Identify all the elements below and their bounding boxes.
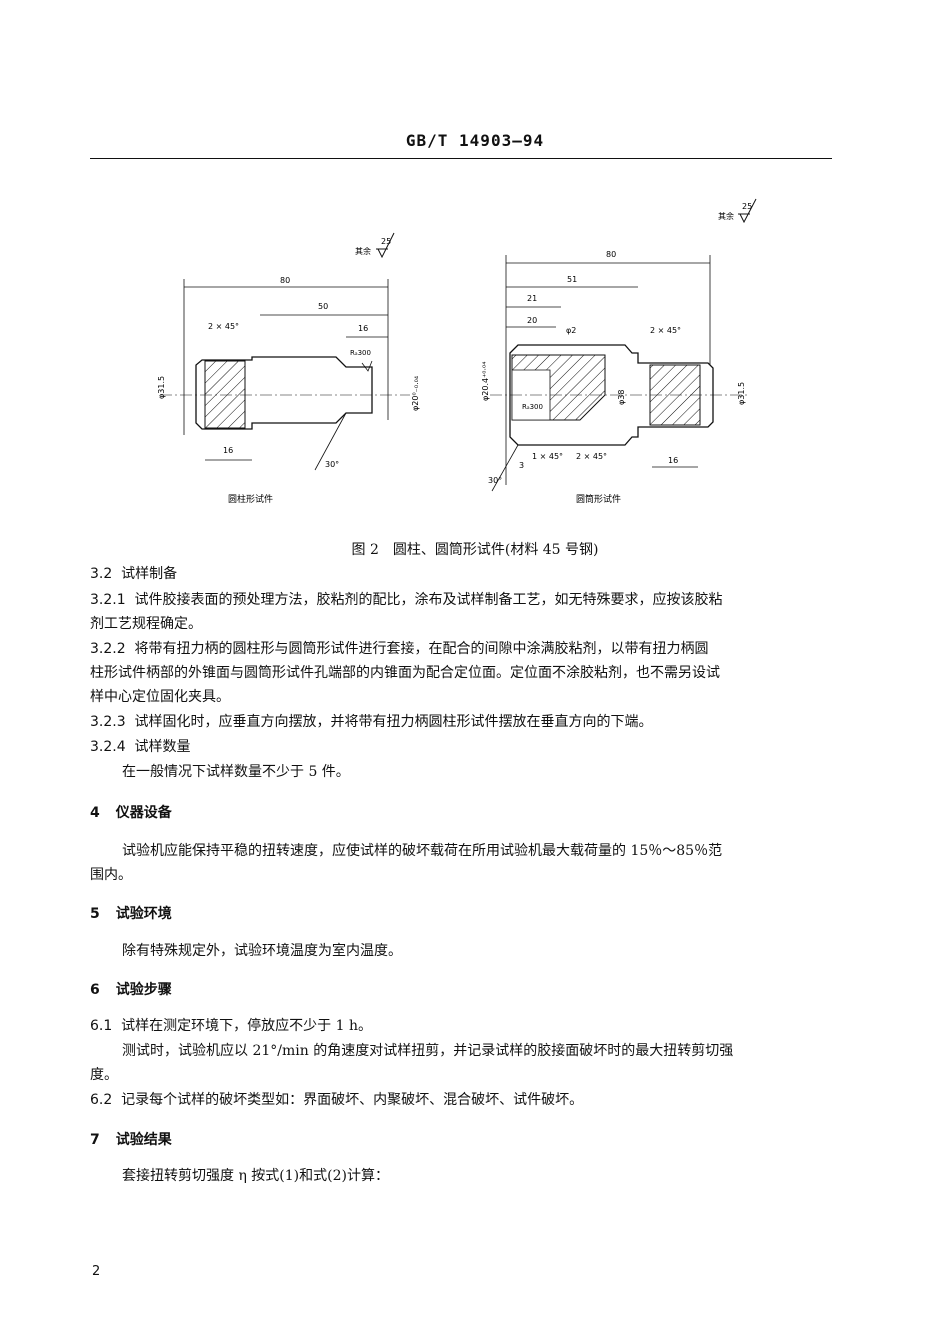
dim-21: 21	[527, 294, 537, 303]
cone-roughness-right: Rₐ300	[522, 403, 543, 411]
section-title: 试验结果	[115, 1132, 172, 1148]
para-number: 3.2	[90, 566, 113, 582]
diameter-20-4: φ20.4⁺⁰·⁰⁴	[481, 362, 490, 401]
para-3-2-1: 3.2.1 试件胶接表面的预处理方法，胶粘剂的配比，涂布及试样制备工艺，如无特殊…	[90, 589, 835, 611]
roughness-label-right: 其余	[718, 211, 734, 221]
section-5-heading: 5 试验环境	[90, 903, 835, 925]
diameter-38: φ38	[617, 390, 626, 405]
roughness-label: 其余	[355, 246, 371, 256]
section-4-heading: 4 仪器设备	[90, 802, 835, 824]
para-text: 试样在测定环境下，停放应不少于 1 h。	[121, 1018, 372, 1034]
chamfer-right: 2 × 45°	[650, 326, 681, 335]
section-number: 7	[90, 1132, 100, 1148]
para-3-2-2-cont2: 样中心定位固化夹具。	[90, 689, 230, 705]
dim-16-bottom: 16	[223, 446, 233, 455]
dim-total: 80	[280, 276, 290, 285]
diameter-20: φ20⁰₋₀.₀₄	[411, 376, 420, 411]
para-3-2-3: 3.2.3 试样固化时，应垂直方向摆放，并将带有扭力柄圆柱形试件摆放在垂直方向的…	[90, 711, 835, 733]
dim-51: 51	[567, 275, 577, 284]
page-number: 2	[92, 1264, 101, 1279]
para-number: 3.2.3	[90, 714, 126, 730]
section-number: 6	[90, 982, 100, 998]
section-number: 4	[90, 805, 100, 821]
para-6-1-body-cont: 度。	[90, 1067, 118, 1083]
roughness-value-right: 25	[742, 202, 752, 211]
header-rule	[90, 158, 832, 159]
para-3-2-2: 3.2.2 将带有扭力柄的圆柱形与圆筒形试件进行套接，在配合的间隙中涂满胶粘剂，…	[90, 638, 835, 660]
diameter-2: φ2	[566, 326, 576, 335]
para-6-1-body: 测试时，试验机应以 21°/min 的角速度对试样扭剪，并记录试样的胶接面破坏时…	[122, 1043, 734, 1059]
para-number: 3.2.1	[90, 592, 126, 608]
para-6-1: 6.1 试样在测定环境下，停放应不少于 1 h。	[90, 1015, 835, 1037]
para-text: 将带有扭力柄的圆柱形与圆筒形试件进行套接，在配合的间隙中涂满胶粘剂，以带有扭力柄…	[134, 641, 709, 657]
tube-specimen-label: 圆筒形试件	[576, 493, 621, 505]
roughness-symbol-right: 其余 25	[718, 198, 757, 224]
chamfer-note: 2 × 45°	[208, 322, 239, 331]
dim-20: 20	[527, 316, 537, 325]
cylinder-specimen-label: 圆柱形试件	[228, 493, 273, 505]
figure-2-specimen-drawings: 其余 25 80 50 16 2 × 45° Rₐ300 φ31.5 φ20⁰₋…	[157, 198, 757, 505]
section-7-body: 套接扭转剪切强度 η 按式(1)和式(2)计算：	[122, 1168, 389, 1184]
section-number: 5	[90, 906, 100, 922]
angle-30-right: 30°	[488, 476, 502, 485]
section-6-heading: 6 试验步骤	[90, 979, 835, 1001]
section-title: 试验环境	[115, 906, 172, 922]
para-text: 试样数量	[134, 739, 191, 755]
dim-total-right: 80	[606, 250, 616, 259]
section-5-body: 除有特殊规定外，试验环境温度为室内温度。	[122, 943, 402, 959]
diameter-31-5: φ31.5	[157, 376, 166, 399]
para-3-2-4: 3.2.4 试样数量	[90, 736, 835, 758]
section-title: 试验步骤	[115, 982, 172, 998]
dim-16-right: 16	[668, 456, 678, 465]
para-6-2: 6.2 记录每个试样的破坏类型如：界面破坏、内聚破坏、混合破坏、试件破坏。	[90, 1089, 835, 1111]
section-7-heading: 7 试验结果	[90, 1129, 835, 1151]
para-number: 6.1	[90, 1018, 113, 1034]
angle-30: 30°	[325, 460, 339, 469]
section-4-body: 试验机应能保持平稳的扭转速度，应使试样的破坏载荷在所用试验机最大载荷量的 15％…	[122, 843, 723, 859]
para-3-2: 3.2 试样制备	[90, 563, 835, 585]
para-number: 6.2	[90, 1092, 113, 1108]
chamfer-2: 2 × 45°	[576, 452, 607, 461]
standard-number-header: GB/T 14903—94	[405, 131, 545, 150]
para-3-2-4-body: 在一般情况下试样数量不少于 5 件。	[122, 764, 350, 780]
para-3-2-2-cont1: 柱形试件柄部的外锥面与圆筒形试件孔端部的内锥面为配合定位面。定位面不涂胶粘剂，也…	[90, 665, 720, 681]
dim-16-top: 16	[358, 324, 368, 333]
section-4-body-cont: 围内。	[90, 867, 132, 883]
dim-3: 3	[519, 461, 524, 470]
para-text: 试样固化时，应垂直方向摆放，并将带有扭力柄圆柱形试件摆放在垂直方向的下端。	[134, 714, 653, 730]
cylinder-specimen-drawing: 其余 25 80 50 16 2 × 45° Rₐ300 φ31.5 φ20⁰₋…	[157, 232, 420, 505]
chamfer-1: 1 × 45°	[532, 452, 563, 461]
para-number: 3.2.4	[90, 739, 126, 755]
para-3-2-1-cont: 剂工艺规程确定。	[90, 616, 202, 632]
dim-50: 50	[318, 302, 328, 311]
cone-roughness: Rₐ300	[350, 349, 371, 357]
tube-specimen-drawing: 其余 25 80 51 21 20 φ2 2 × 45° Rₐ300 φ20.4…	[481, 198, 757, 505]
para-text: 记录每个试样的破坏类型如：界面破坏、内聚破坏、混合破坏、试件破坏。	[121, 1092, 584, 1108]
para-number: 3.2.2	[90, 641, 126, 657]
roughness-symbol: 其余 25	[355, 232, 395, 259]
section-title: 仪器设备	[115, 805, 172, 821]
figure-caption: 图 2 圆柱、圆筒形试件(材料 45 号钢)	[351, 542, 599, 558]
roughness-value: 25	[381, 237, 391, 246]
para-text: 试件胶接表面的预处理方法，胶粘剂的配比，涂布及试样制备工艺，如无特殊要求，应按该…	[134, 592, 723, 608]
diameter-31-5-right: φ31.5	[737, 382, 746, 405]
para-text: 试样制备	[121, 566, 178, 582]
